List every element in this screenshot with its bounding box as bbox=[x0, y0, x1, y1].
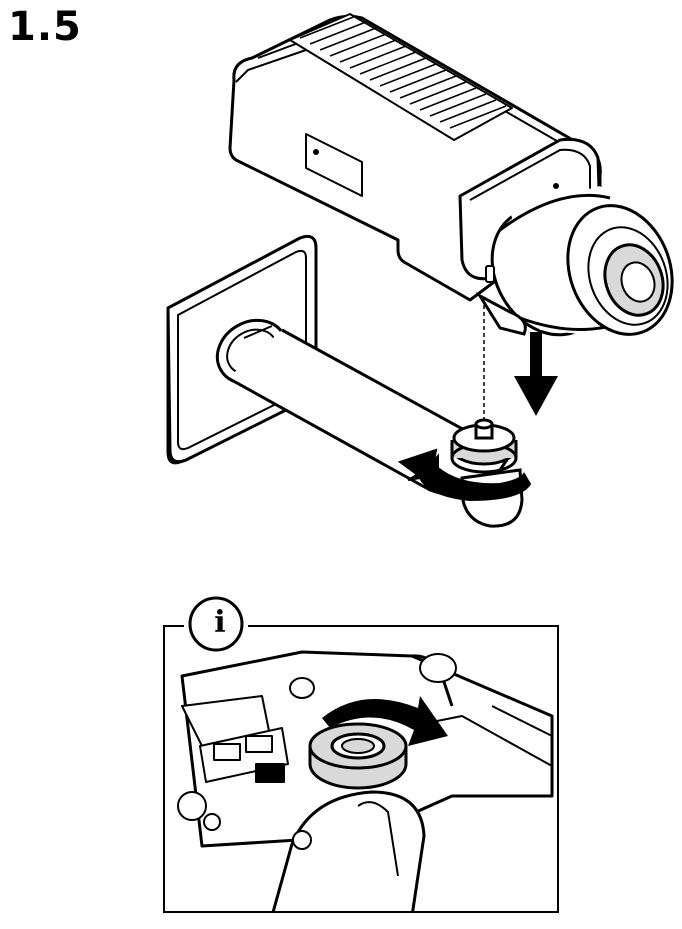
rotate-arrow-icon bbox=[322, 696, 448, 746]
bracket-arm-detail bbox=[271, 790, 426, 911]
connector-port bbox=[213, 735, 285, 783]
step-number: 1.5 bbox=[8, 4, 82, 50]
camera-mount-tab bbox=[475, 265, 527, 336]
rotate-arrow-icon bbox=[397, 448, 532, 502]
swivel-joint bbox=[450, 418, 524, 528]
info-detail-panel bbox=[163, 596, 559, 913]
swivel-collar bbox=[308, 722, 408, 790]
round-connector bbox=[177, 791, 207, 821]
arrow-down-icon bbox=[514, 332, 558, 416]
info-icon bbox=[188, 596, 244, 652]
camera-mount-illustration bbox=[166, 13, 674, 528]
bracket-arm bbox=[215, 318, 512, 496]
camera-lens bbox=[490, 183, 674, 338]
info-badge-label: i bbox=[214, 605, 226, 640]
